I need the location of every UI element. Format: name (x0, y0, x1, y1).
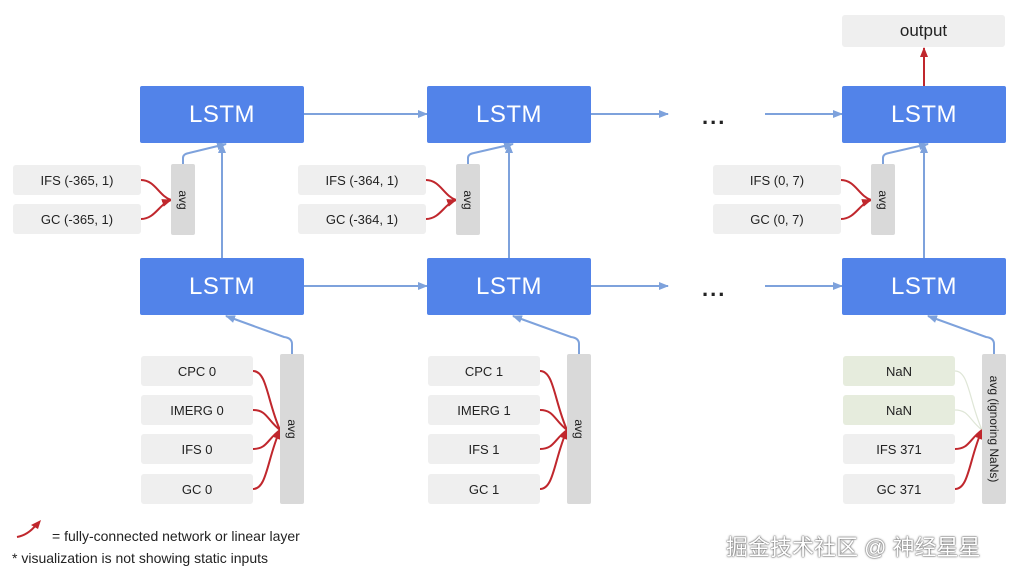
bottom-fc-curve-2-1 (539, 370, 568, 431)
top-avg-arrow-3 (882, 142, 929, 164)
top-input-3-2: GC (0, 7) (713, 204, 841, 234)
bottom-fc-curve-3-4 (954, 429, 983, 490)
bottom-fc-curve-3-2 (954, 409, 983, 431)
bottom-avg-2-label: avg (572, 419, 586, 439)
bottom-avg-arrow-1 (225, 315, 293, 354)
top-input-3-1: IFS (0, 7) (713, 165, 841, 195)
top-avg-2: avg (456, 164, 480, 235)
bottom-avg-1-label: avg (285, 419, 299, 439)
bottom-fc-curve-1-4 (252, 429, 281, 490)
bottom-input-2-1: CPC 1 (428, 356, 540, 386)
output-box: output (842, 15, 1005, 47)
bottom-avg-3: avg (ignoring NaNs) (982, 354, 1006, 504)
bottom-input-2-4: GC 1 (428, 474, 540, 504)
top-avg-3: avg (871, 164, 895, 235)
bottom-avg-1: avg (280, 354, 304, 504)
bottom-input-2-3: IFS 1 (428, 434, 540, 464)
bottom-fc-curve-2-4 (539, 429, 568, 490)
legend-note: * visualization is not showing static in… (12, 550, 269, 566)
lstm-cell-bottom-2: LSTM (427, 258, 591, 315)
watermark: 掘金技术社区 @ 神经星星 (726, 535, 981, 560)
bottom-input-2-2: IMERG 1 (428, 395, 540, 425)
ellipsis-bottom: ... (702, 276, 727, 301)
bottom-input-1-1: CPC 0 (141, 356, 253, 386)
top-avg-1-label: avg (176, 189, 190, 210)
top-fc-curve-a-1 (140, 179, 172, 201)
top-avg-arrow-1 (182, 142, 227, 164)
fc-arrow-icon (16, 520, 41, 538)
top-input-1-2: GC (-365, 1) (13, 204, 141, 234)
bottom-input-1-3: IFS 0 (141, 434, 253, 464)
top-avg-1: avg (171, 164, 195, 235)
bottom-input-3-1: NaN (843, 356, 955, 386)
top-fc-curve-a-2 (425, 179, 457, 201)
bottom-fc-curve-3-1 (954, 370, 983, 431)
lstm-cell-top-2: LSTM (427, 86, 591, 143)
bottom-fc-curve-1-2 (252, 409, 281, 431)
top-avg-2-label: avg (461, 189, 475, 210)
top-input-1-1: IFS (-365, 1) (13, 165, 141, 195)
top-fc-curve-b-1 (140, 199, 172, 220)
bottom-fc-curve-2-2 (539, 409, 568, 431)
bottom-fc-curve-1-1 (252, 370, 281, 431)
lstm-cell-top-3: LSTM (842, 86, 1006, 143)
lstm-cell-top-1: LSTM (140, 86, 304, 143)
bottom-input-1-4: GC 0 (141, 474, 253, 504)
top-input-2-2: GC (-364, 1) (298, 204, 426, 234)
legend-fc-text: = fully-connected network or linear laye… (52, 528, 300, 544)
bottom-avg-arrow-2 (512, 315, 580, 354)
top-fc-curve-a-3 (840, 179, 872, 201)
lstm-cell-bottom-3: LSTM (842, 258, 1006, 315)
bottom-input-3-3: IFS 371 (843, 434, 955, 464)
bottom-input-3-4: GC 371 (843, 474, 955, 504)
top-fc-curve-b-3 (840, 199, 872, 220)
bottom-avg-arrow-3 (927, 315, 995, 354)
bottom-input-1-2: IMERG 0 (141, 395, 253, 425)
bottom-avg-2: avg (567, 354, 591, 504)
bottom-avg-3-label: avg (ignoring NaNs) (987, 375, 1001, 483)
bottom-input-3-2: NaN (843, 395, 955, 425)
top-avg-arrow-2 (467, 142, 514, 164)
top-avg-3-label: avg (876, 189, 890, 210)
top-fc-curve-b-2 (425, 199, 457, 220)
top-input-2-1: IFS (-364, 1) (298, 165, 426, 195)
lstm-cell-bottom-1: LSTM (140, 258, 304, 315)
ellipsis-top: ... (702, 104, 727, 129)
